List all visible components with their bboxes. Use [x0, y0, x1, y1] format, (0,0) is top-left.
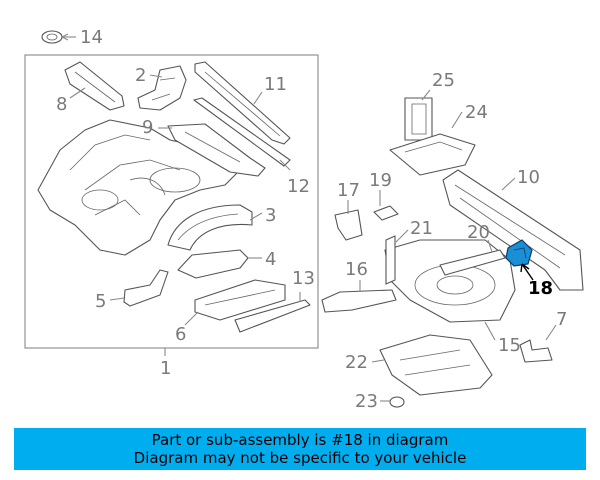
part-17-bracket[interactable]: [334, 209, 363, 241]
part-16-panel[interactable]: [321, 289, 397, 313]
banner-line-1: Part or sub-assembly is #18 in diagram: [151, 431, 449, 449]
leader-3: [249, 212, 263, 221]
callout-6[interactable]: 6: [175, 324, 186, 345]
leader-5: [109, 297, 125, 301]
part-1-floor-pan[interactable]: [37, 119, 241, 256]
leader-14-arrow: [61, 33, 69, 41]
leader-15: [484, 321, 496, 341]
callout-2[interactable]: 2: [135, 65, 146, 86]
leader-11: [253, 91, 263, 105]
banner-line-2: Diagram may not be specific to your vehi…: [133, 449, 467, 467]
callout-14[interactable]: 14: [80, 27, 103, 48]
callout-21[interactable]: 21: [410, 218, 433, 239]
leader-2: [149, 74, 163, 78]
callout-3[interactable]: 3: [265, 205, 276, 226]
callout-19[interactable]: 19: [369, 170, 392, 191]
callout-5[interactable]: 5: [95, 291, 106, 312]
part-14-grommet[interactable]: [41, 30, 63, 44]
part-10-bumper-beam[interactable]: [442, 169, 584, 291]
callout-12[interactable]: 12: [287, 176, 310, 197]
leader-8: [69, 87, 86, 99]
leader-18: [521, 263, 534, 281]
leader-12: [279, 159, 291, 171]
part-11-rail[interactable]: [194, 61, 291, 145]
part-4-panel[interactable]: [177, 249, 249, 279]
callout-15[interactable]: 15: [498, 335, 521, 356]
part-2-bracket[interactable]: [137, 65, 187, 111]
callout-4[interactable]: 4: [265, 249, 276, 270]
part-18-highlighted[interactable]: [505, 239, 533, 267]
part-9-reinforcement[interactable]: [167, 123, 266, 177]
callout-1[interactable]: 1: [160, 358, 171, 379]
part-25-bracket[interactable]: [404, 97, 433, 141]
part-20-crossmember[interactable]: [439, 249, 506, 276]
callout-25[interactable]: 25: [432, 70, 455, 91]
leader-18-arrow: [520, 263, 530, 273]
part-12-member[interactable]: [193, 97, 291, 167]
callout-22[interactable]: 22: [345, 352, 368, 373]
part-3-wheelhouse[interactable]: [167, 204, 253, 251]
callout-23[interactable]: 23: [355, 391, 378, 412]
callout-11[interactable]: 11: [264, 74, 287, 95]
callout-13[interactable]: 13: [292, 268, 315, 289]
part-8-crossmember[interactable]: [64, 61, 125, 111]
assembly-frame: [24, 54, 319, 349]
callout-18[interactable]: 18: [528, 278, 553, 299]
part-7-bracket[interactable]: [519, 339, 553, 363]
part-13-strip[interactable]: [234, 299, 311, 333]
part-22-underbody-cover[interactable]: [379, 334, 493, 396]
leader-22: [371, 359, 385, 363]
part-21-rail[interactable]: [385, 235, 396, 285]
leader-10: [501, 177, 516, 191]
callout-10[interactable]: 10: [517, 167, 540, 188]
leader-21: [395, 229, 409, 243]
part-24-tray[interactable]: [389, 133, 476, 176]
leader-20: [487, 239, 493, 253]
info-banner: Part or sub-assembly is #18 in diagram D…: [14, 428, 586, 470]
leader-24: [451, 111, 463, 129]
callout-24[interactable]: 24: [465, 102, 488, 123]
parts-diagram: 14 2 11 8 9 12 3 4 13 5 6 1 25 24 10 17 …: [24, 27, 584, 412]
part-23-grommet[interactable]: [389, 396, 405, 408]
leader-25: [421, 89, 431, 101]
callout-7[interactable]: 7: [556, 309, 567, 330]
callout-16[interactable]: 16: [345, 259, 368, 280]
callout-20[interactable]: 20: [467, 222, 490, 243]
part-5-bracket[interactable]: [123, 269, 169, 307]
callout-17[interactable]: 17: [337, 180, 360, 201]
part-6-sill[interactable]: [194, 279, 286, 321]
callout-8[interactable]: 8: [56, 94, 67, 115]
part-19-clip[interactable]: [373, 205, 399, 221]
leader-7: [545, 324, 557, 341]
callout-9[interactable]: 9: [142, 117, 153, 138]
leader-6: [184, 311, 199, 326]
